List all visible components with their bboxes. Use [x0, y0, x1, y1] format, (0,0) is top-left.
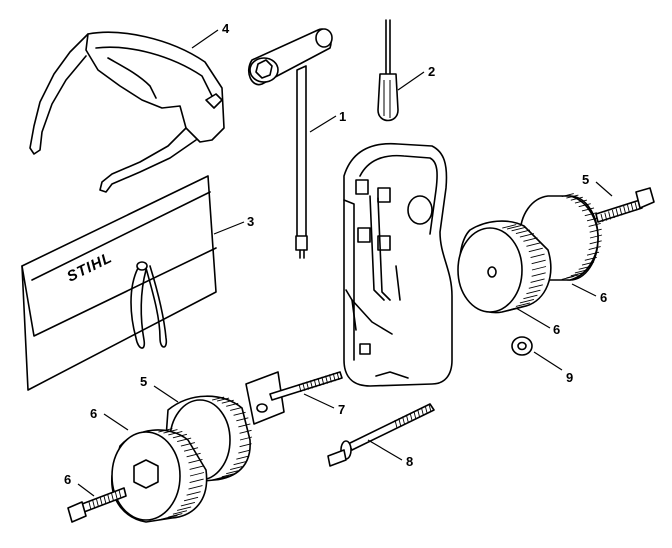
callout-2: 2 [428, 64, 435, 79]
callout-3: 3 [247, 214, 254, 229]
combination-wrench [247, 28, 333, 259]
callout-6-lower-front: 6 [90, 406, 97, 421]
callout-6-lower-rear: 5 [140, 374, 147, 389]
callout-5-lower: 6 [64, 472, 71, 487]
callout-7: 7 [338, 402, 345, 417]
callout-6-right: 6 [600, 290, 607, 305]
callout-6-mid: 6 [553, 322, 560, 337]
safety-glasses [29, 31, 225, 193]
screw-upper [595, 187, 655, 223]
washer [511, 336, 533, 356]
screw-lower [67, 487, 127, 523]
screwdriver [377, 19, 399, 122]
bracket-housing [343, 142, 453, 387]
callout-1: 1 [339, 109, 346, 124]
tensioner-bolt [245, 371, 343, 425]
upper-knob-front [457, 220, 552, 314]
callout-8: 8 [406, 454, 413, 469]
callout-9: 9 [566, 370, 573, 385]
callout-5-upper: 5 [582, 172, 589, 187]
long-bolt [327, 403, 435, 467]
callout-4: 4 [222, 21, 230, 36]
leader-lines [77, 29, 613, 497]
callout-labels: 4 1 2 3 5 6 6 9 7 8 5 6 6 [64, 21, 607, 487]
lower-knob-front [111, 428, 208, 523]
tool-pouch: STIHL [21, 175, 217, 391]
